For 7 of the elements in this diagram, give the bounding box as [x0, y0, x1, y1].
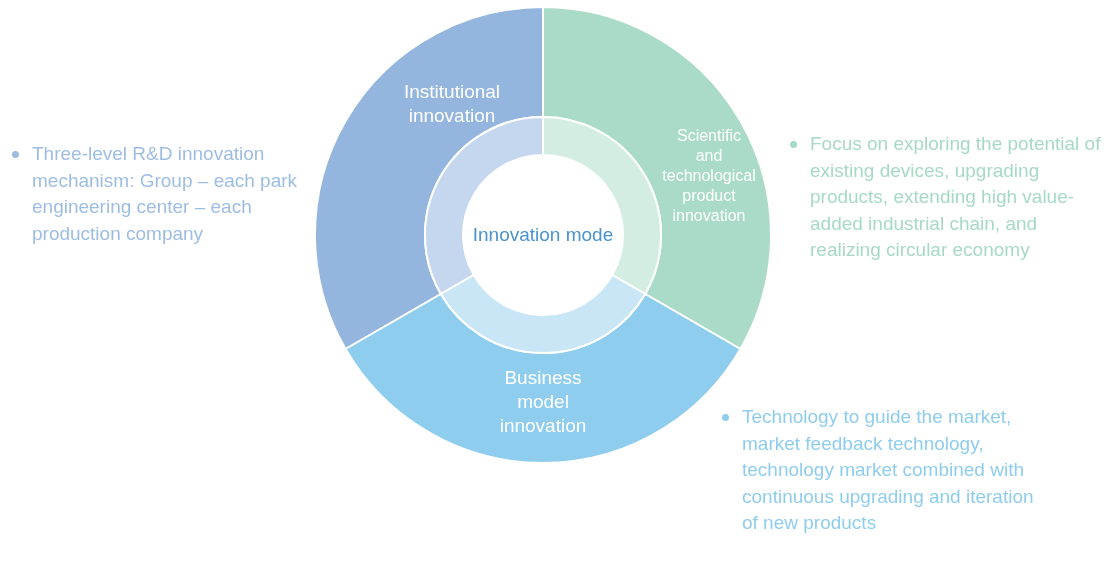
center-label: Innovation mode: [472, 224, 614, 246]
segment-label: Business model innovation: [498, 366, 588, 438]
bullet-text: Focus on exploring the potential of existing devices, upgrading products, extending high value-added industrial chain, and realizing circular economy: [810, 132, 1102, 262]
segment-label: Scientific and technological product innovation: [662, 126, 756, 226]
bullet-text: Technology to guide the market, market feedback technology, technology market combined with continuous upgrading and iteration of new products: [742, 405, 1035, 535]
segment-label: Institutional innovation: [402, 80, 502, 128]
bullet-text: Three-level R&D innovation mechanism: Group – each park engineering center – each production company: [32, 142, 299, 246]
